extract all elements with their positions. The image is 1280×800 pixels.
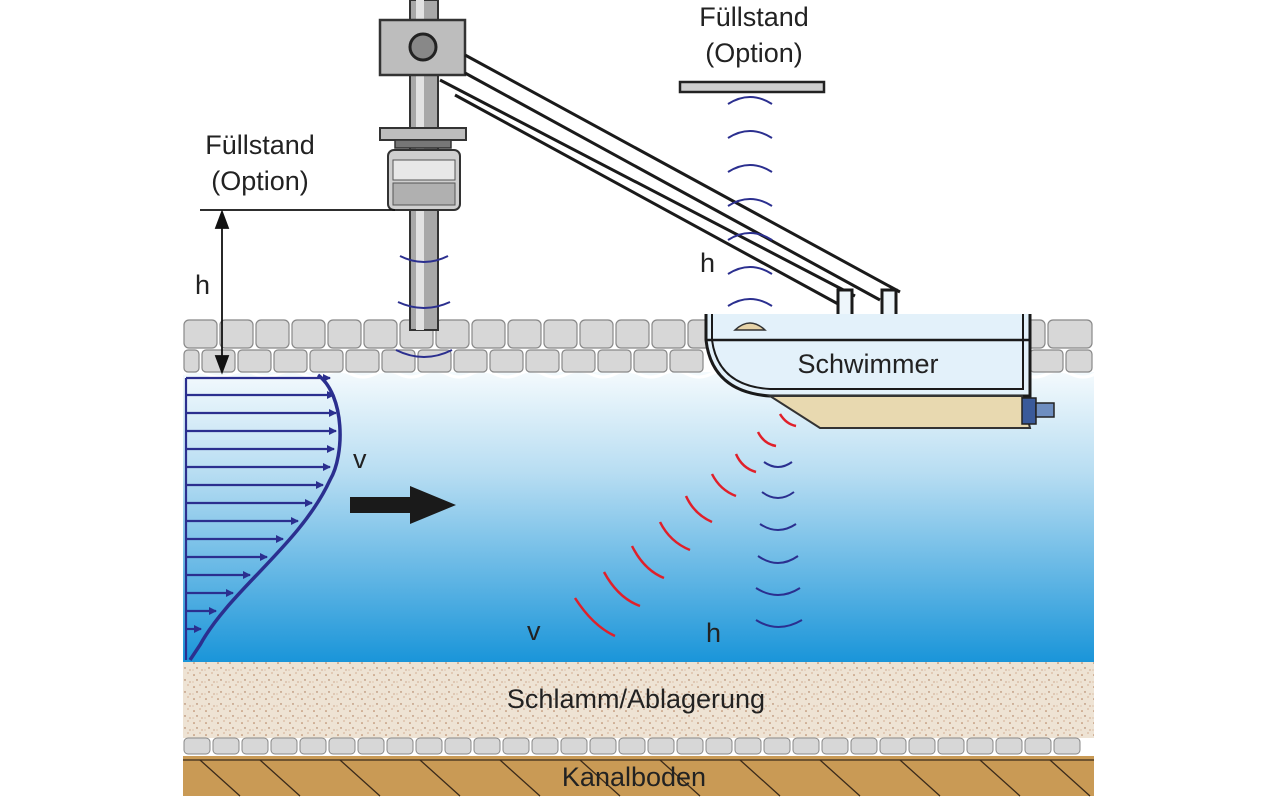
fill-level-top-label: Füllstand — [699, 2, 809, 32]
float-body — [704, 314, 1055, 429]
support-arm — [439, 53, 901, 328]
doppler-waves — [573, 413, 797, 638]
h-lower-label: h — [706, 618, 721, 648]
channel-bottom-hatching — [183, 759, 1094, 797]
fill-level-left-label: Füllstand — [205, 130, 315, 160]
channel-bottom-label: Kanalboden — [562, 762, 706, 792]
h-dimension — [200, 209, 395, 375]
sludge-label: Schlamm/Ablagerung — [507, 684, 765, 714]
float-label: Schwimmer — [797, 349, 938, 379]
v-arrow-label: v — [353, 444, 367, 474]
flow-direction-arrow — [350, 486, 456, 524]
fill-level-left-option: (Option) — [211, 166, 309, 196]
fill-level-top-option: (Option) — [705, 38, 803, 68]
top-level-sensor — [678, 80, 826, 94]
velocity-profile — [184, 373, 342, 661]
h-left-label: h — [195, 270, 210, 300]
left-sensor-mount — [378, 0, 467, 331]
channel-bottom — [183, 756, 1094, 796]
h-upper-label: h — [700, 248, 715, 278]
lower-wall — [183, 737, 1081, 755]
sludge-layer — [183, 662, 1094, 738]
bottom-level-waves — [755, 461, 803, 628]
v-lower-label: v — [527, 616, 541, 646]
top-level-waves — [727, 96, 773, 307]
left-level-waves — [395, 255, 453, 358]
